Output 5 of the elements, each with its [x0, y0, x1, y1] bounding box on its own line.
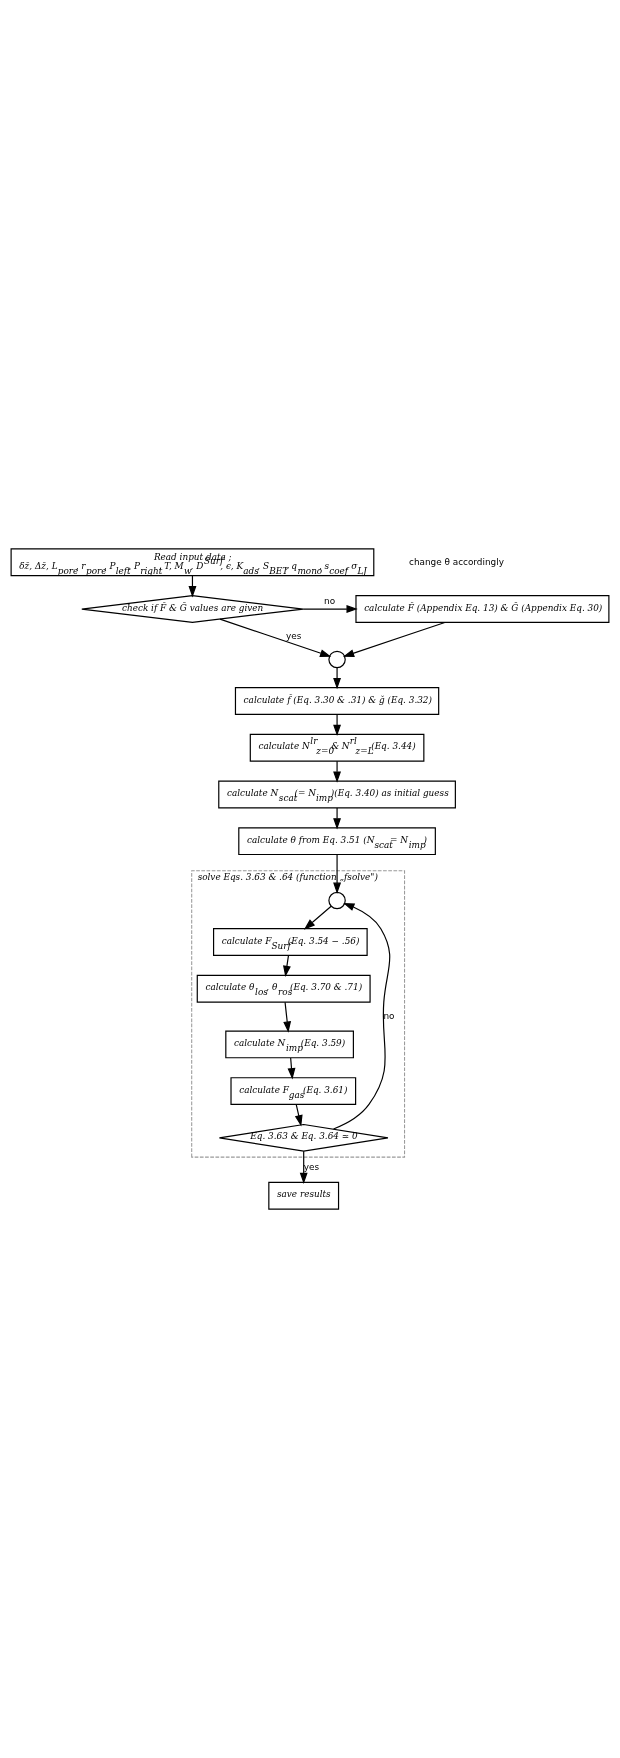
- label: change θ accordingly: [409, 556, 504, 567]
- edge-label: yes: [286, 631, 302, 642]
- edge-label: no: [324, 596, 336, 607]
- edge-label: yes: [303, 1162, 320, 1173]
- edge-label: no: [383, 1010, 395, 1021]
